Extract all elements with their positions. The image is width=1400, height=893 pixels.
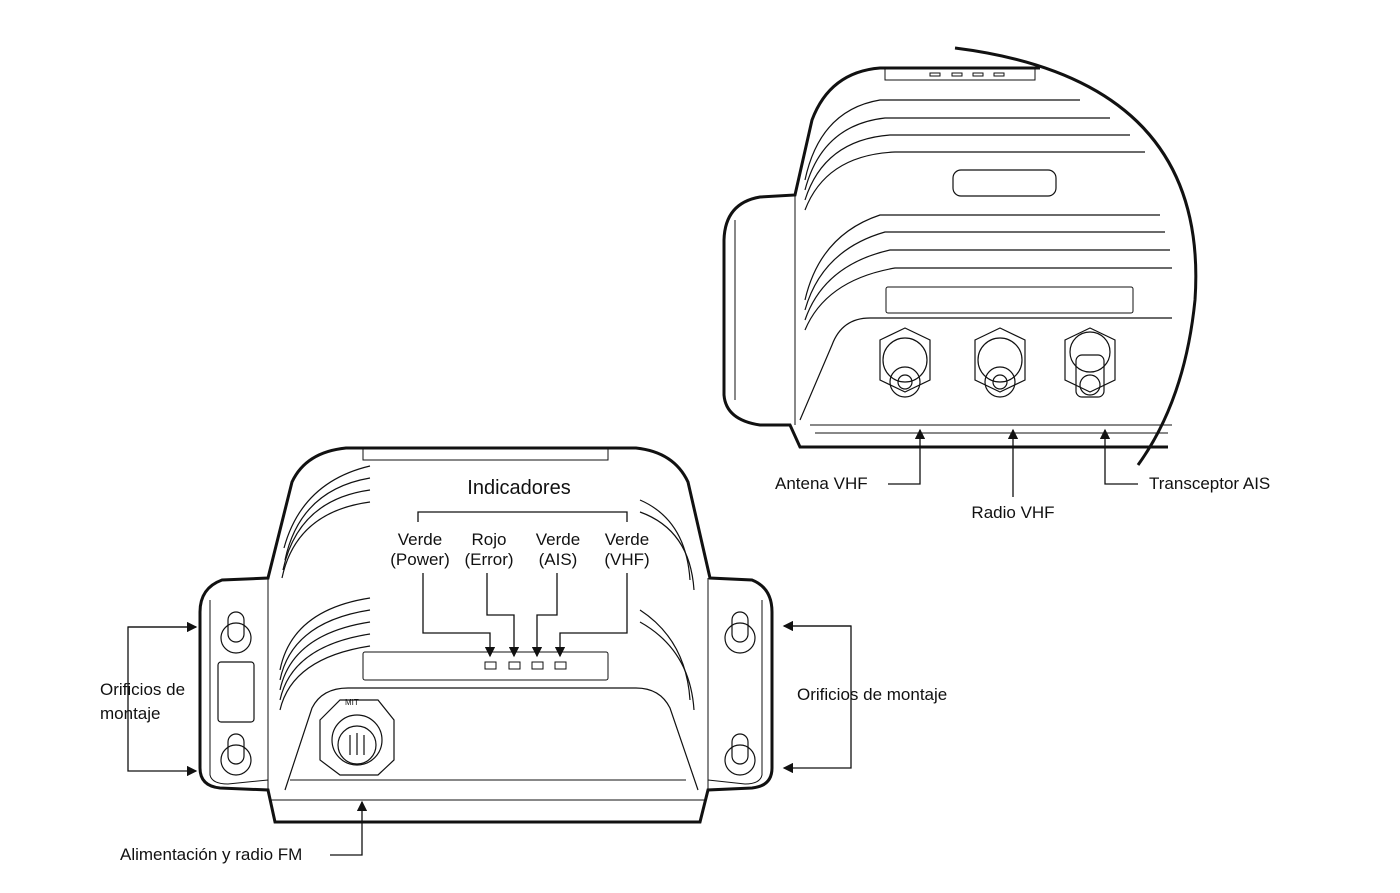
cooling-fins-left <box>279 465 371 711</box>
label-line: montaje <box>100 704 161 723</box>
led-color: Rojo <box>471 530 507 549</box>
ais-connector <box>1064 327 1116 398</box>
led-label-power: Verde(Power) <box>390 530 450 570</box>
led-label-error: Rojo(Error) <box>464 530 513 570</box>
antenna-connector <box>879 327 931 398</box>
led-label-vhf: Verde(VHF) <box>604 530 649 570</box>
led-function: (Power) <box>390 550 450 569</box>
radio-vhf-label: Radio VHF <box>971 503 1055 522</box>
rear-leaders <box>888 428 1138 497</box>
led-indicators <box>484 661 567 670</box>
front-device <box>198 446 774 824</box>
rear-label-plate <box>952 169 1057 197</box>
mounting-holes-front <box>217 611 756 776</box>
rear-device <box>722 46 1198 466</box>
led-function: (AIS) <box>538 550 578 569</box>
front-panel <box>284 687 699 791</box>
mounting-holes-left-label: Orificios de montaje <box>100 678 185 726</box>
led-color: Verde <box>397 530 443 549</box>
power-connector <box>319 699 395 776</box>
antenna-vhf-label: Antena VHF <box>775 474 868 493</box>
mounting-holes-right-label: Orificios de montaje <box>797 685 948 704</box>
front-leaders <box>127 511 852 856</box>
radio-connector <box>974 327 1026 398</box>
power-label: Alimentación y radio FM <box>120 845 303 864</box>
rear-device-outline <box>722 66 1168 449</box>
led-color: Verde <box>604 530 650 549</box>
indicators-title: Indicadores <box>467 477 571 499</box>
cooling-fins-rear <box>804 99 1172 331</box>
label-line: Orificios de <box>100 680 186 699</box>
connector-marking: MIT <box>345 698 359 707</box>
led-label-ais: Verde(AIS) <box>536 530 580 570</box>
led-function: (Error) <box>464 550 514 569</box>
cooling-fins-right <box>639 499 695 711</box>
led-function: (VHF) <box>604 550 650 569</box>
magnifier-arc <box>954 46 1198 466</box>
top-label-strip <box>362 446 609 461</box>
front-device-outline <box>198 446 774 824</box>
led-color: Verde <box>535 530 581 549</box>
ais-transceiver-label: Transceptor AIS <box>1149 474 1271 493</box>
